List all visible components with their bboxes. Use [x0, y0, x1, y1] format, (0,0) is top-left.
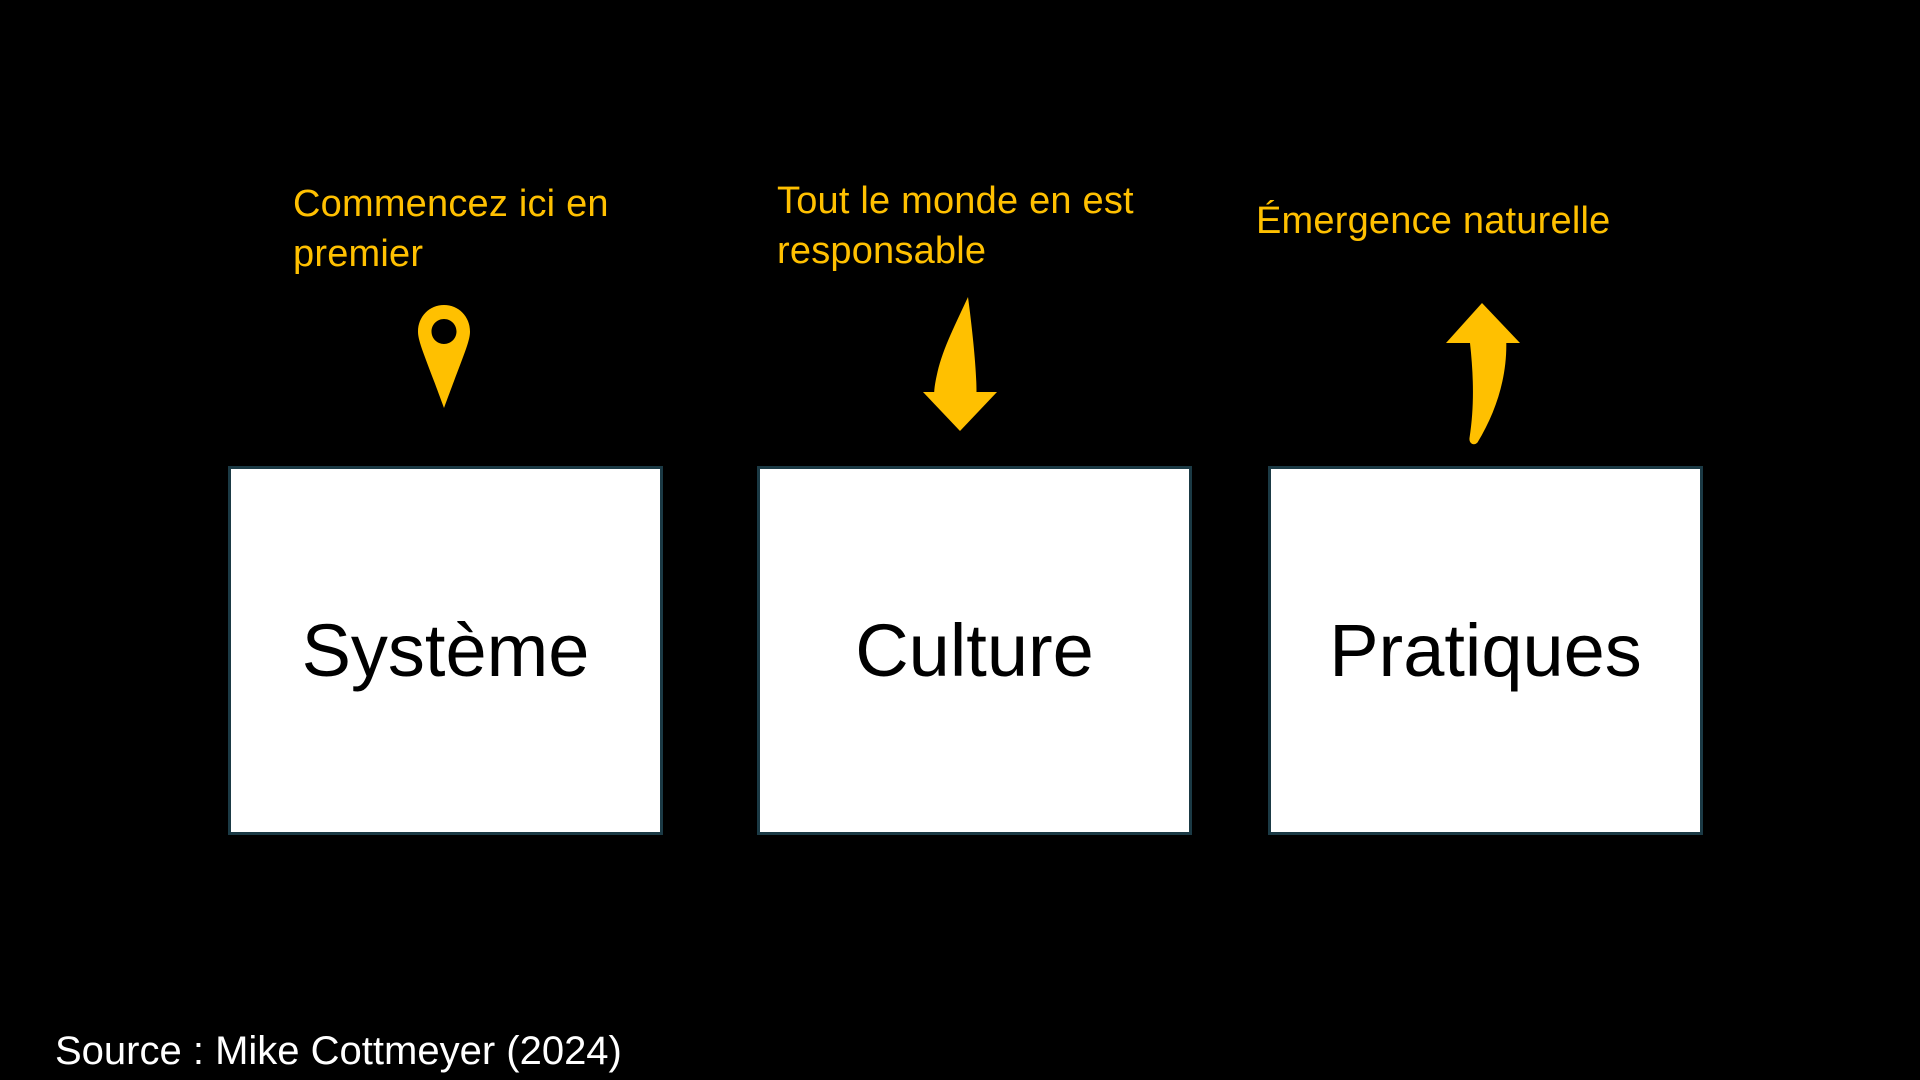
cropped-text-artifact: Source : Mike Cottmeyer (2024) — [55, 1076, 622, 1080]
annotation-natural-emergence: Émergence naturelle — [1256, 200, 1611, 242]
curved-up-arrow-icon — [1446, 303, 1520, 445]
box-pratiques: Pratiques — [1268, 466, 1703, 835]
map-pin-icon — [418, 305, 470, 408]
curved-down-arrow-icon — [923, 297, 997, 431]
box-culture-label: Culture — [855, 608, 1094, 692]
box-culture: Culture — [757, 466, 1192, 835]
annotation-everyone-responsible: Tout le monde en est responsable — [777, 180, 1134, 272]
source-credit: Source : Mike Cottmeyer (2024) — [55, 1029, 622, 1073]
box-systeme-label: Système — [301, 608, 590, 692]
box-pratiques-label: Pratiques — [1329, 608, 1642, 692]
annotation-start-here: Commencez ici en premier — [293, 183, 609, 275]
box-systeme: Système — [228, 466, 663, 835]
